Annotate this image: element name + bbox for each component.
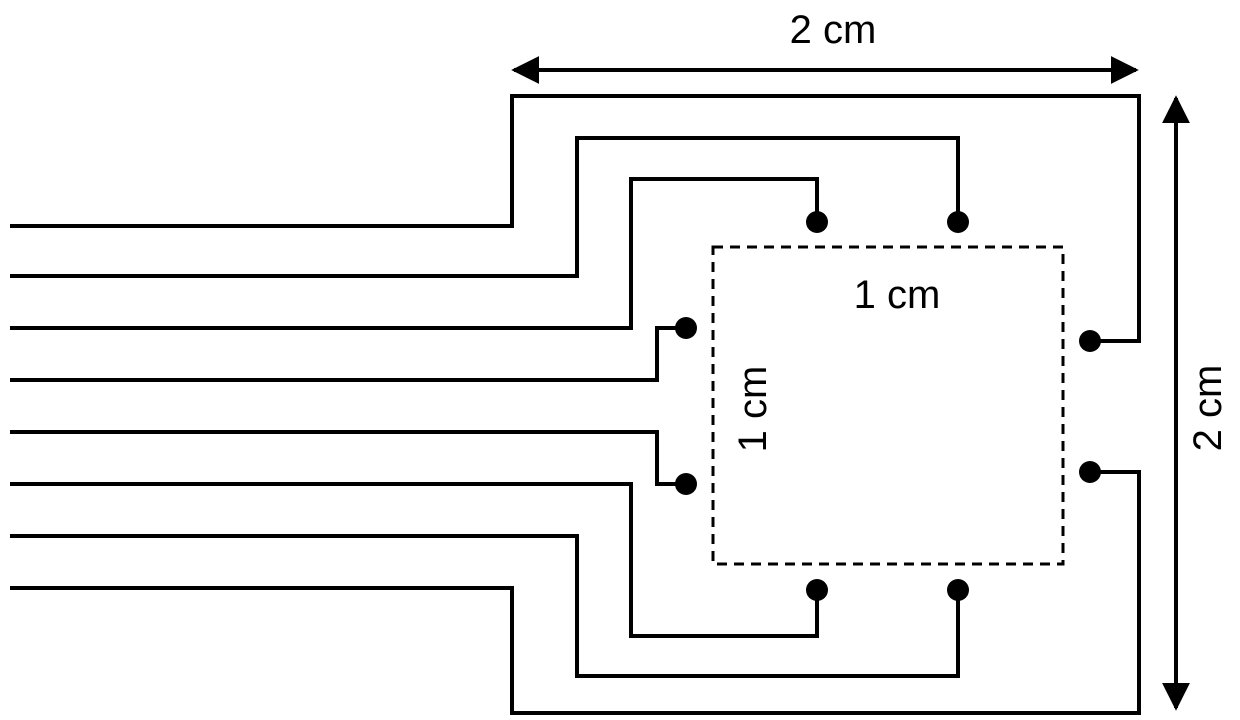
lead-trace-1: [10, 96, 1139, 341]
electrode-top-right: [947, 211, 969, 233]
outer-width-label: 2 cm: [790, 8, 877, 52]
electrode-bottom-left: [806, 579, 828, 601]
inner-width-label: 1 cm: [854, 273, 941, 317]
electrode-right-upper: [1079, 330, 1101, 352]
electrode-left-lower: [675, 473, 697, 495]
electrode-bottom-right: [947, 579, 969, 601]
lead-trace-5: [10, 432, 686, 484]
electrode-right-lower: [1079, 461, 1101, 483]
lead-trace-4: [10, 328, 686, 380]
electrode-left-upper: [675, 317, 697, 339]
electrode-top-left: [806, 211, 828, 233]
inner-height-label: 1 cm: [731, 366, 775, 453]
lead-trace-3: [10, 179, 817, 328]
lead-trace-6: [10, 484, 817, 636]
outer-height-label: 2 cm: [1186, 365, 1230, 452]
lead-trace-8: [10, 472, 1139, 713]
lead-traces: [10, 96, 1139, 713]
